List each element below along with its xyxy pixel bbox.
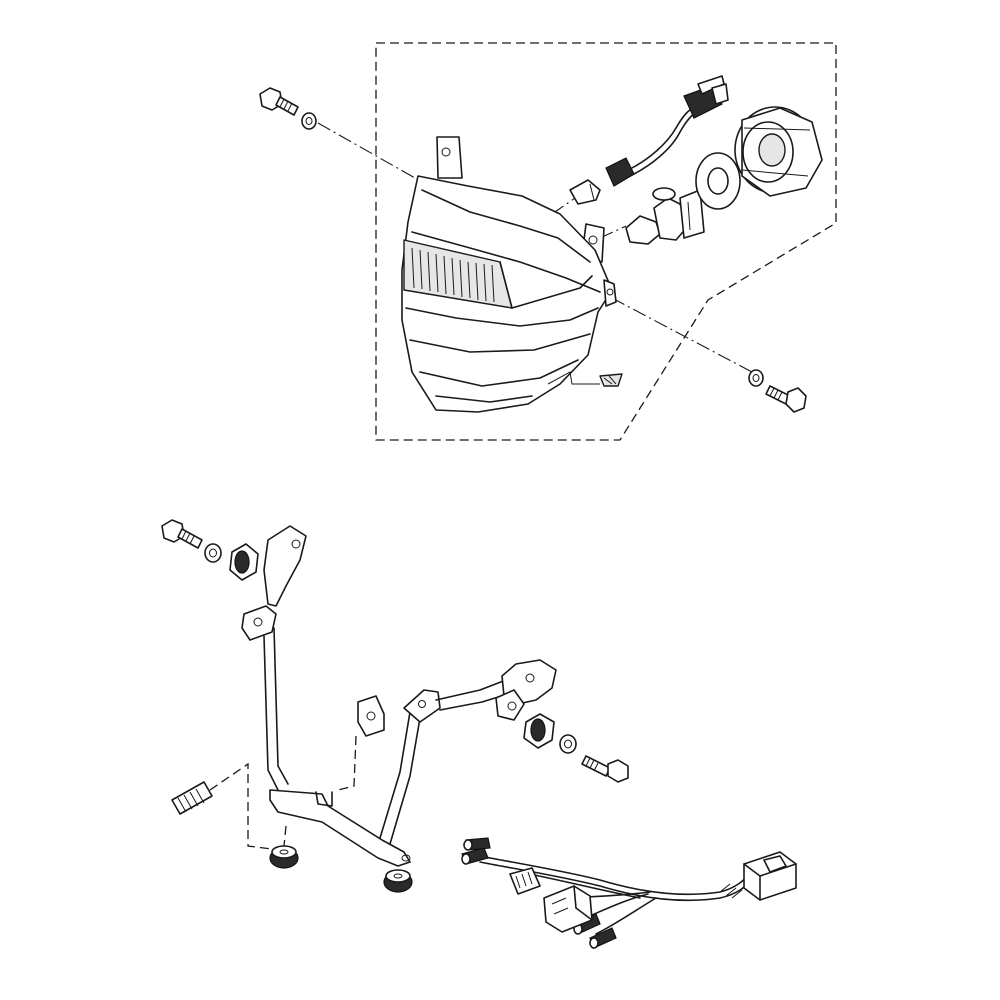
- dust-seal: [695, 152, 741, 210]
- mounting-bolt-lower: [765, 385, 807, 413]
- washer-upper: [301, 112, 317, 130]
- connector-lead: [605, 75, 729, 187]
- left-bolt: [161, 519, 203, 549]
- bulb: [625, 187, 705, 245]
- left-damper: [229, 543, 259, 581]
- small-bulb: [569, 179, 601, 205]
- stay-bracket: [241, 525, 557, 867]
- clip-nut: [357, 695, 385, 737]
- relay-connector: [543, 885, 593, 933]
- leader-socket: [599, 225, 627, 239]
- sub-harness: [479, 855, 753, 935]
- bottom-grommet-right: [383, 869, 413, 893]
- washer-lower: [748, 369, 764, 387]
- leader-lower-bolt: [611, 297, 753, 373]
- leader-clip-nut: [337, 735, 357, 791]
- spring-nut: [171, 781, 213, 815]
- stay-group: [161, 519, 629, 893]
- mounting-bolt-upper: [259, 87, 299, 116]
- bullet-terminals: [461, 837, 617, 949]
- right-collar: [559, 734, 577, 754]
- leader-grommet-left: [283, 825, 287, 847]
- headlight-group: [259, 42, 837, 441]
- leader-spring-nut: [209, 762, 281, 851]
- right-bolt: [581, 755, 629, 783]
- right-damper: [523, 713, 555, 749]
- headlight-housing: [401, 136, 617, 413]
- bottom-grommet-left: [269, 845, 299, 869]
- left-collar: [204, 543, 222, 563]
- main-connector: [743, 851, 797, 901]
- assembly-boundary: [375, 42, 837, 441]
- leader-upper-bolt: [317, 122, 416, 179]
- leader-bulb: [551, 195, 579, 215]
- boot-cover: [734, 106, 823, 197]
- label-tag: [547, 371, 623, 387]
- small-connector: [509, 867, 541, 895]
- harness-group: [461, 837, 797, 949]
